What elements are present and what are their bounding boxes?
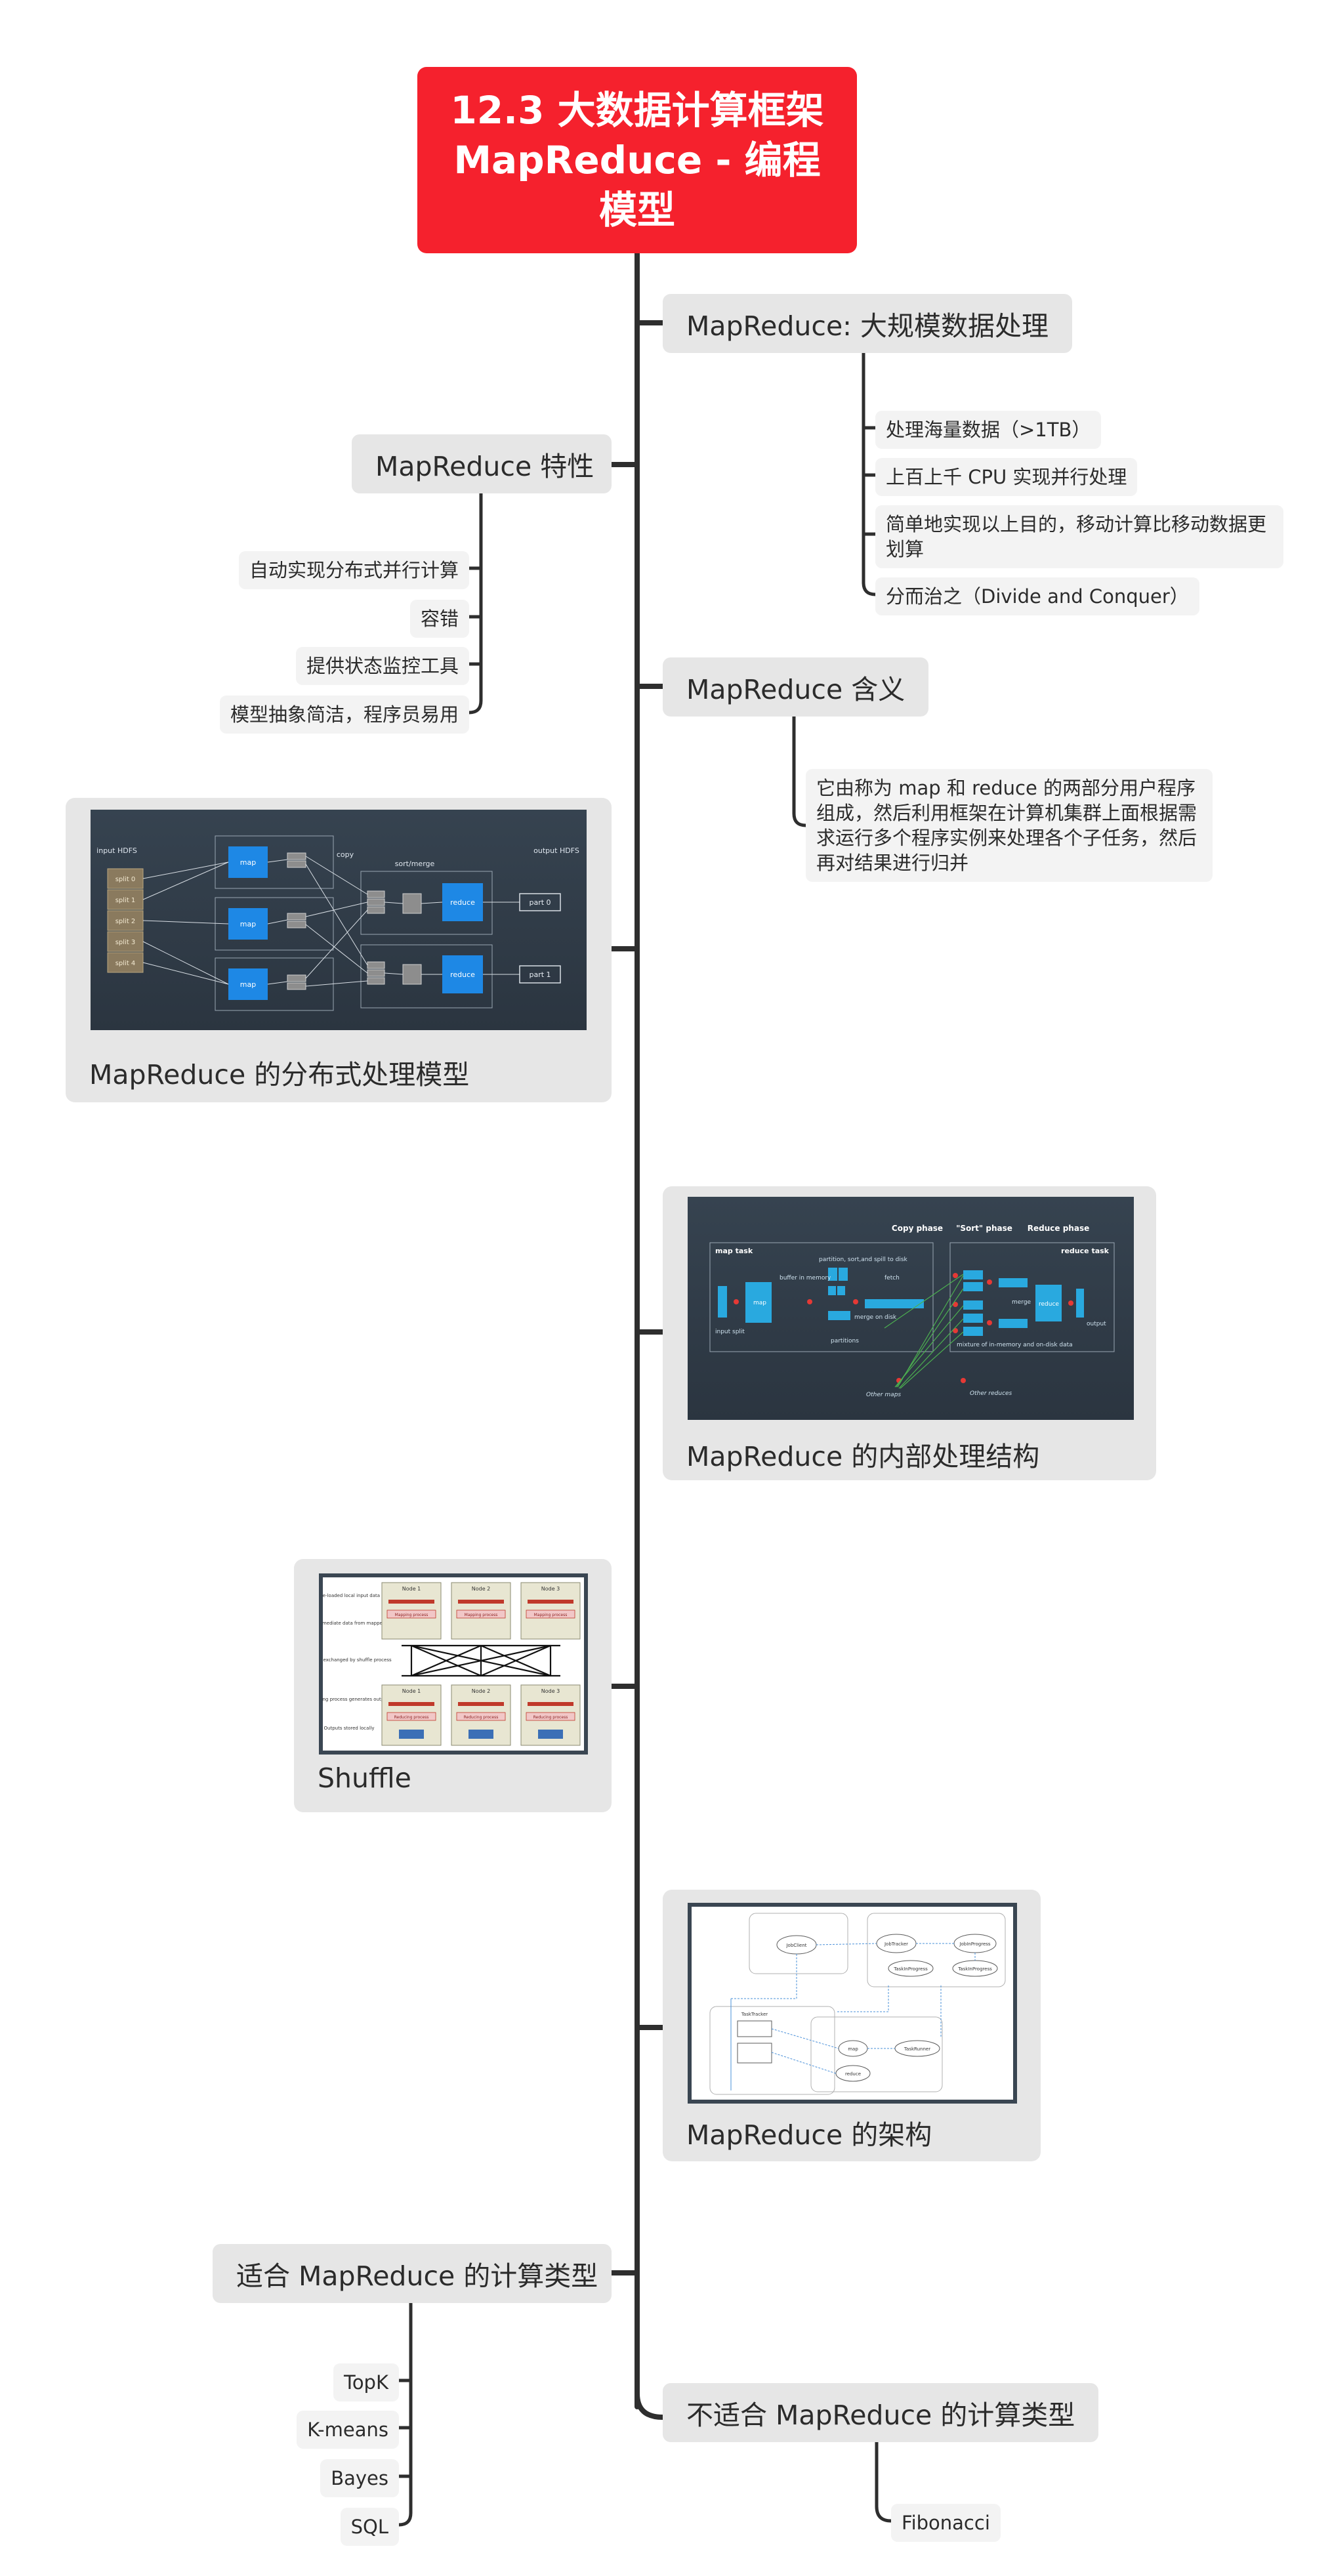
svg-text:Node 3: Node 3 bbox=[541, 1688, 560, 1694]
svg-text:Intermediate data from mappers: Intermediate data from mappers bbox=[323, 1621, 387, 1626]
svg-text:JobTracker: JobTracker bbox=[884, 1942, 908, 1947]
svg-text:buffer in memory: buffer in memory bbox=[780, 1275, 831, 1281]
svg-text:reduce: reduce bbox=[845, 2071, 861, 2077]
svg-text:partition, sort,and spill to d: partition, sort,and spill to disk bbox=[819, 1257, 908, 1263]
shuffle-figure: Pre-loaded local input data Intermediate… bbox=[319, 1573, 588, 1755]
card-shuffle[interactable]: Pre-loaded local input data Intermediate… bbox=[294, 1559, 612, 1812]
svg-text:TaskInProgress: TaskInProgress bbox=[957, 1966, 992, 1972]
svg-text:input split: input split bbox=[715, 1329, 745, 1335]
scale-sub-trunk bbox=[862, 351, 877, 596]
suitable-sub-trunk bbox=[397, 2301, 413, 2527]
svg-text:part 1: part 1 bbox=[529, 970, 551, 979]
card-distributed-model[interactable]: input HDFS output HDFS copy sort/merge s… bbox=[66, 798, 612, 1102]
svg-text:Reduce phase: Reduce phase bbox=[1028, 1224, 1089, 1233]
scale-item-2: 上百上千 CPU 实现并行处理 bbox=[875, 458, 1138, 496]
topic-unsuitable-types[interactable]: 不适合 MapReduce 的计算类型 bbox=[663, 2383, 1099, 2442]
svg-text:split 2: split 2 bbox=[115, 918, 136, 925]
svg-text:"Sort" phase: "Sort" phase bbox=[956, 1224, 1012, 1233]
unsuitable-sub-trunk bbox=[875, 2439, 893, 2523]
svg-text:Other reduces: Other reduces bbox=[970, 1390, 1012, 1397]
svg-text:Reducing process generates out: Reducing process generates outputs bbox=[323, 1697, 391, 1702]
svg-text:map: map bbox=[240, 858, 256, 867]
internal-structure-caption: MapReduce 的内部处理结构 bbox=[686, 1441, 1040, 1472]
svg-text:split 4: split 4 bbox=[115, 960, 136, 967]
svg-text:partitions: partitions bbox=[831, 1338, 859, 1344]
svg-text:fetch: fetch bbox=[885, 1275, 900, 1281]
svg-text:reduce: reduce bbox=[450, 970, 475, 979]
svg-text:output: output bbox=[1087, 1321, 1106, 1327]
svg-text:sort/merge: sort/merge bbox=[395, 860, 435, 868]
scale-item-1: 处理海量数据（>1TB） bbox=[875, 411, 1102, 449]
card-internal-structure[interactable]: Copy phase "Sort" phase Reduce phase map… bbox=[663, 1186, 1156, 1480]
svg-text:copy: copy bbox=[337, 850, 354, 859]
svg-text:Mapping process: Mapping process bbox=[395, 1613, 428, 1617]
svg-text:Node 1: Node 1 bbox=[402, 1586, 421, 1592]
root-topic[interactable]: 12.3 大数据计算框架 MapReduce - 编程模型 bbox=[417, 67, 857, 253]
svg-text:mixture of in-memory and on-di: mixture of in-memory and on-disk data bbox=[957, 1342, 1073, 1348]
svg-text:Node 3: Node 3 bbox=[541, 1586, 560, 1592]
svg-text:split 0: split 0 bbox=[115, 876, 136, 883]
architecture-caption: MapReduce 的架构 bbox=[686, 2119, 932, 2151]
suitable-item-bayes: Bayes bbox=[320, 2459, 399, 2497]
svg-text:reduce task: reduce task bbox=[1061, 1247, 1110, 1255]
features-item-2: 容错 bbox=[409, 600, 469, 638]
features-item-4: 模型抽象简洁，程序员易用 bbox=[219, 696, 469, 734]
card-architecture[interactable]: JobClient JobTracker JobInProgress TaskI… bbox=[663, 1890, 1041, 2161]
architecture-figure: JobClient JobTracker JobInProgress TaskI… bbox=[688, 1903, 1017, 2104]
svg-text:merge: merge bbox=[1012, 1299, 1031, 1306]
svg-text:Values exchanged by shuffle pr: Values exchanged by shuffle process bbox=[323, 1657, 392, 1663]
svg-text:part 0: part 0 bbox=[529, 898, 551, 907]
meaning-description: 它由称为 map 和 reduce 的两部分用户程序组成，然后利用框架在计算机集… bbox=[806, 769, 1213, 882]
svg-text:JobInProgress: JobInProgress bbox=[959, 1942, 991, 1947]
svg-text:Mapping process: Mapping process bbox=[465, 1613, 498, 1617]
shuffle-caption: Shuffle bbox=[318, 1762, 411, 1794]
svg-text:JobClient: JobClient bbox=[785, 1943, 806, 1948]
distributed-model-caption: MapReduce 的分布式处理模型 bbox=[89, 1059, 470, 1091]
svg-text:TaskRunner: TaskRunner bbox=[904, 2046, 930, 2052]
internal-structure-figure: Copy phase "Sort" phase Reduce phase map… bbox=[688, 1197, 1134, 1420]
svg-text:Other maps: Other maps bbox=[866, 1392, 901, 1398]
svg-text:Node 2: Node 2 bbox=[472, 1586, 491, 1592]
unsuitable-item-fibonacci: Fibonacci bbox=[891, 2504, 1001, 2542]
svg-text:Node 2: Node 2 bbox=[472, 1688, 491, 1694]
topic-meaning[interactable]: MapReduce 含义 bbox=[663, 657, 929, 717]
suitable-item-sql: SQL bbox=[340, 2508, 399, 2546]
meaning-sub-trunk bbox=[792, 713, 808, 827]
svg-text:output HDFS: output HDFS bbox=[533, 846, 579, 855]
svg-text:split 3: split 3 bbox=[115, 939, 136, 946]
svg-text:map: map bbox=[753, 1300, 766, 1306]
svg-text:Reducing process: Reducing process bbox=[394, 1715, 429, 1720]
svg-text:Reducing process: Reducing process bbox=[464, 1715, 499, 1720]
scale-item-4: 分而治之（Divide and Conquer） bbox=[875, 577, 1199, 615]
distributed-model-figure: input HDFS output HDFS copy sort/merge s… bbox=[91, 810, 587, 1030]
svg-text:TaskTracker: TaskTracker bbox=[741, 2012, 768, 2017]
svg-text:input HDFS: input HDFS bbox=[96, 846, 137, 855]
suitable-item-kmeans: K-means bbox=[297, 2411, 399, 2449]
svg-text:Node 1: Node 1 bbox=[402, 1688, 421, 1694]
topic-features[interactable]: MapReduce 特性 bbox=[352, 434, 612, 493]
svg-text:reduce: reduce bbox=[1039, 1301, 1059, 1308]
svg-text:split 1: split 1 bbox=[115, 897, 136, 904]
svg-text:reduce: reduce bbox=[450, 898, 475, 907]
svg-text:merge on disk: merge on disk bbox=[854, 1314, 897, 1321]
svg-text:TaskInProgress: TaskInProgress bbox=[893, 1966, 928, 1972]
features-item-3: 提供状态监控工具 bbox=[295, 647, 469, 685]
topic-large-scale-processing[interactable]: MapReduce: 大规模数据处理 bbox=[663, 294, 1073, 353]
branch-unsuitable bbox=[635, 2391, 665, 2420]
svg-text:map: map bbox=[240, 980, 256, 989]
svg-text:Reducing process: Reducing process bbox=[533, 1715, 568, 1720]
suitable-item-topk: TopK bbox=[333, 2363, 399, 2401]
svg-text:Mapping process: Mapping process bbox=[534, 1613, 568, 1617]
svg-text:map: map bbox=[240, 920, 256, 928]
features-item-1: 自动实现分布式并行计算 bbox=[238, 551, 469, 589]
scale-item-3: 简单地实现以上目的，移动计算比移动数据更划算 bbox=[875, 505, 1283, 568]
topic-suitable-types[interactable]: 适合 MapReduce 的计算类型 bbox=[213, 2244, 612, 2303]
svg-text:Copy phase: Copy phase bbox=[892, 1224, 943, 1233]
svg-text:map task: map task bbox=[715, 1247, 753, 1255]
svg-text:Pre-loaded local input data: Pre-loaded local input data bbox=[323, 1593, 380, 1598]
svg-text:Outputs stored locally: Outputs stored locally bbox=[324, 1726, 375, 1731]
svg-text:map: map bbox=[848, 2046, 858, 2052]
features-sub-trunk bbox=[467, 490, 483, 715]
